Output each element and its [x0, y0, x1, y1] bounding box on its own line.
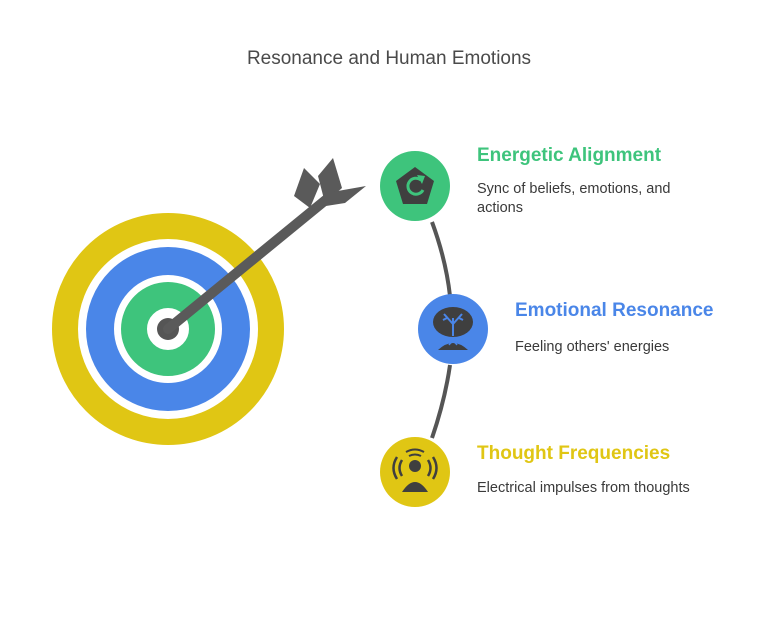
- node-thought-frequencies: [380, 437, 450, 507]
- item-description-thought-frequencies: Electrical impulses from thoughts: [477, 480, 690, 496]
- diagram-title: Resonance and Human Emotions: [246, 48, 532, 69]
- emotional-tree-icon: [433, 307, 473, 350]
- target-ring-outer: [52, 213, 284, 445]
- arrow-shaft: [163, 189, 338, 334]
- arrow: [163, 158, 366, 334]
- target-ring-inner: [121, 282, 215, 376]
- item-description-emotional-resonance: Feeling others' energies: [515, 339, 670, 355]
- arrow-fletching-2: [294, 168, 320, 208]
- node-energetic-alignment: [380, 151, 450, 221]
- person-waves-icon: [392, 448, 438, 492]
- arrow-fletching-3: [326, 186, 366, 206]
- target: [52, 213, 284, 445]
- connector-1: [430, 221, 452, 297]
- target-ring-middle: [86, 247, 250, 411]
- item-title-energetic-alignment: Energetic Alignment: [477, 145, 662, 166]
- connector-2: [430, 364, 452, 439]
- item-title-emotional-resonance: Emotional Resonance: [515, 300, 714, 321]
- item-description-energetic-alignment: Sync of beliefs, emotions, and actions: [477, 181, 671, 216]
- node-emotional-resonance: [418, 294, 488, 364]
- refresh-pentagon-icon: [396, 167, 434, 204]
- item-title-thought-frequencies: Thought Frequencies: [477, 443, 671, 464]
